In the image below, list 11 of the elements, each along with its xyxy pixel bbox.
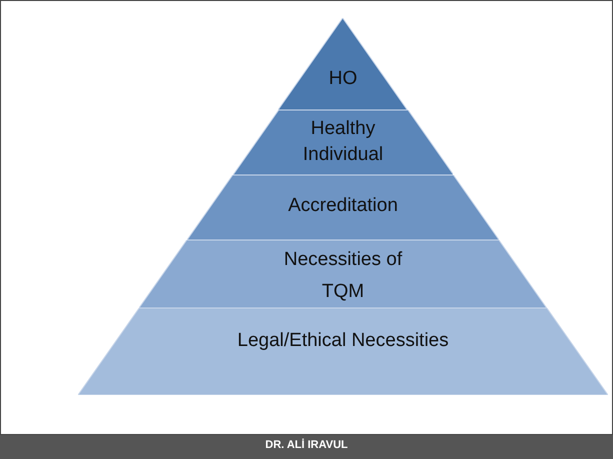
footer-text: DR. ALİ IRAVUL bbox=[265, 439, 348, 451]
pyramid-level bbox=[139, 240, 547, 308]
pyramid-level bbox=[78, 308, 608, 395]
level-label: Healthy Individual bbox=[302, 117, 384, 167]
level-label: Necessities of TQM bbox=[282, 248, 404, 304]
pyramid-level bbox=[232, 110, 454, 175]
level-label: HO bbox=[328, 67, 358, 91]
level-label: Legal/Ethical Necessities bbox=[236, 329, 450, 353]
pyramid-level bbox=[186, 175, 500, 240]
level-label: Accreditation bbox=[287, 194, 399, 218]
pyramid-level bbox=[278, 18, 408, 110]
